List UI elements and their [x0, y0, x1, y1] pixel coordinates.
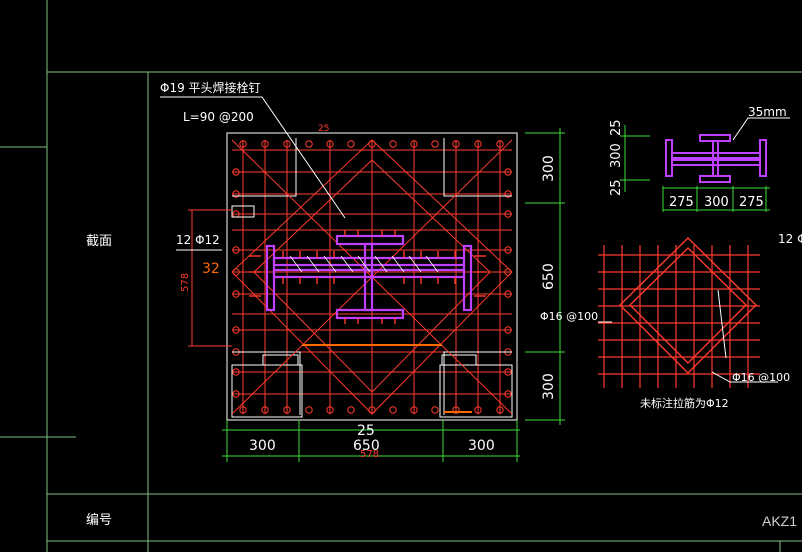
left-bar-count: 32 — [202, 261, 220, 277]
rebar-bar — [504, 210, 512, 218]
hatch-line — [357, 255, 371, 273]
rebar-bar — [504, 168, 512, 176]
steel-cross-section — [265, 234, 473, 320]
rebar-bar — [326, 406, 334, 414]
rebar-bar — [368, 406, 376, 414]
shear-studs — [249, 230, 486, 324]
steel-hdim-2: 300 — [704, 195, 729, 210]
steel-vdim-2: 300 — [609, 143, 624, 168]
hatch-line — [323, 255, 337, 273]
rebar-bar — [496, 406, 504, 414]
rebar-bar — [504, 246, 512, 254]
top-cover-label: 25 — [318, 124, 329, 134]
tie-stirrup-left: Φ16 @100 — [540, 310, 598, 323]
rebar-bar — [305, 140, 313, 148]
rebar-bar — [368, 140, 376, 148]
right-dim-3: 300 — [541, 373, 557, 400]
rebar-bar — [232, 168, 240, 176]
stud-leader — [160, 96, 346, 219]
hatch-line — [340, 255, 354, 273]
hatch-line — [425, 255, 439, 273]
rebar-bar — [261, 406, 269, 414]
left-bars-label: 12 Φ12 — [176, 233, 220, 247]
rebar-bar — [474, 406, 482, 414]
flange-label: 35mm — [748, 105, 787, 119]
rebar-bar — [232, 290, 240, 298]
steel-vdim-3: 25 — [609, 179, 624, 196]
right-dim-1: 300 — [541, 155, 557, 182]
steel-vdim-1: 25 — [609, 119, 624, 136]
stud-spacing: L=90 @200 — [183, 110, 254, 124]
rebar-bar — [232, 368, 240, 376]
rebar-bar — [283, 140, 291, 148]
bottom-dim-2: 650 — [353, 438, 380, 454]
section-row-label: 截面 — [86, 234, 112, 249]
hatch-line — [306, 255, 320, 273]
rebar-bar — [239, 406, 247, 414]
rebar-bar — [474, 140, 482, 148]
steel-hdim-1: 275 — [669, 195, 694, 210]
rebar-bar — [389, 406, 397, 414]
rebar-bar — [410, 140, 418, 148]
right-dimension — [525, 128, 565, 425]
rebar-bar — [504, 326, 512, 334]
rebar-bar — [232, 390, 240, 398]
bottom-dimension — [222, 420, 520, 462]
rebar-bar — [347, 140, 355, 148]
rebar-bar — [283, 406, 291, 414]
corner-blocks — [231, 138, 513, 418]
steel-hdim-3: 275 — [739, 195, 764, 210]
steel-hatch — [289, 255, 439, 273]
rebar-bar — [232, 246, 240, 254]
rebar-bar — [431, 140, 439, 148]
bottom-total: 578 — [360, 449, 379, 460]
right-dim-2: 650 — [541, 263, 557, 290]
bottom-dim-3: 300 — [468, 438, 495, 454]
steel-detail: 35mm 25 300 25 275 300 275 — [609, 105, 790, 212]
rebar-bar — [239, 140, 247, 148]
concrete-outline — [226, 132, 518, 421]
rebar-bar — [305, 406, 313, 414]
tie-note: 未标注拉筋为Φ12 — [640, 396, 729, 410]
rebar-bar — [410, 406, 418, 414]
rebar-bar — [452, 140, 460, 148]
tie-edge-label: 12 Φ — [778, 232, 802, 246]
tie-stirrup-right: Φ16 @100 — [732, 371, 790, 384]
bottom-cover-label: 25 — [357, 423, 375, 439]
rebar-bar — [504, 190, 512, 198]
id-row-label: 编号 — [86, 513, 112, 528]
hatch-line — [374, 255, 388, 273]
rebar-bar — [504, 290, 512, 298]
rebar-bar — [326, 140, 334, 148]
rebar-bar — [452, 406, 460, 414]
rebar-bar — [504, 368, 512, 376]
rebar-bar — [232, 326, 240, 334]
hatch-line — [289, 255, 303, 273]
bottom-dim-1: 300 — [249, 438, 276, 454]
stud-label: Φ19 平头焊接栓钉 — [160, 80, 261, 95]
hatch-line — [408, 255, 422, 273]
left-height-label: 578 — [180, 273, 191, 292]
rebar-bar — [261, 140, 269, 148]
tie-detail: Φ16 @100 Φ16 @100 未标注拉筋为Φ12 12 Φ — [540, 232, 802, 410]
rebar-bar — [347, 406, 355, 414]
rebar-bar — [431, 406, 439, 414]
rebar-bar — [504, 390, 512, 398]
rebar-bar — [389, 140, 397, 148]
rebar-bar — [232, 190, 240, 198]
left-dimension — [188, 209, 232, 347]
rebar-bar — [496, 140, 504, 148]
column-code: AKZ1 — [762, 513, 797, 529]
main-section: Φ19 平头焊接栓钉 L=90 @200 25 12 Φ12 32 578 30… — [160, 80, 565, 462]
hatch-line — [391, 255, 405, 273]
